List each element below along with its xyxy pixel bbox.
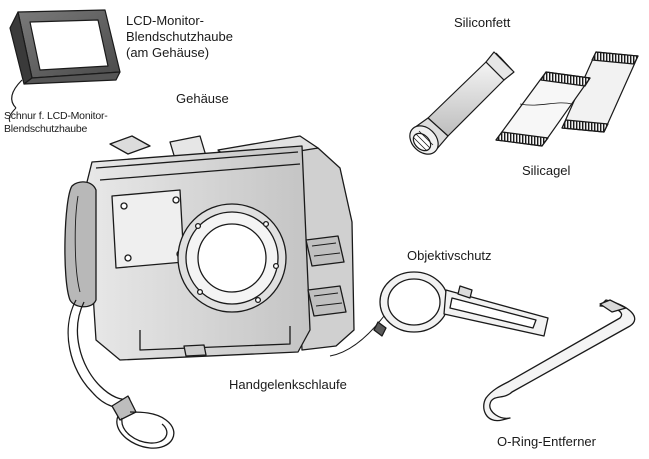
o-ring-remover-illustration — [483, 299, 636, 422]
leader-lines — [8, 107, 17, 123]
lcd-hood-illustration — [9, 9, 121, 109]
silica-gel-illustration — [495, 51, 639, 147]
label-silica-gel: Silicagel — [522, 163, 571, 178]
label-housing: Gehäuse — [176, 91, 229, 106]
label-wrist-strap: Handgelenkschlaufe — [229, 377, 347, 392]
wrist-strap-illustration — [67, 299, 175, 449]
label-lcd-hood-line-2: Blendschutzhaube — [126, 29, 233, 44]
label-lcd-hood-line-3: (am Gehäuse) — [126, 45, 210, 60]
label-lcd-hood-line-1: LCD-Monitor- — [126, 13, 205, 28]
silicone-grease-illustration — [409, 51, 515, 155]
housing-illustration — [64, 135, 355, 361]
label-hood-cord: Schnur f. LCD-Monitor- Blendschutzhaube — [4, 110, 108, 136]
label-silicone-grease: Siliconfett — [454, 15, 511, 30]
label-lcd-hood: LCD-Monitor- Blendschutzhaube (am Gehäus… — [126, 13, 233, 61]
label-hood-cord-line-2: Blendschutzhaube — [4, 123, 88, 135]
lens-cap-illustration — [329, 271, 549, 357]
label-o-ring-remover: O-Ring-Entferner — [497, 434, 596, 449]
label-hood-cord-line-1: Schnur f. LCD-Monitor- — [4, 110, 108, 122]
label-lens-cap: Objektivschutz — [407, 248, 492, 263]
